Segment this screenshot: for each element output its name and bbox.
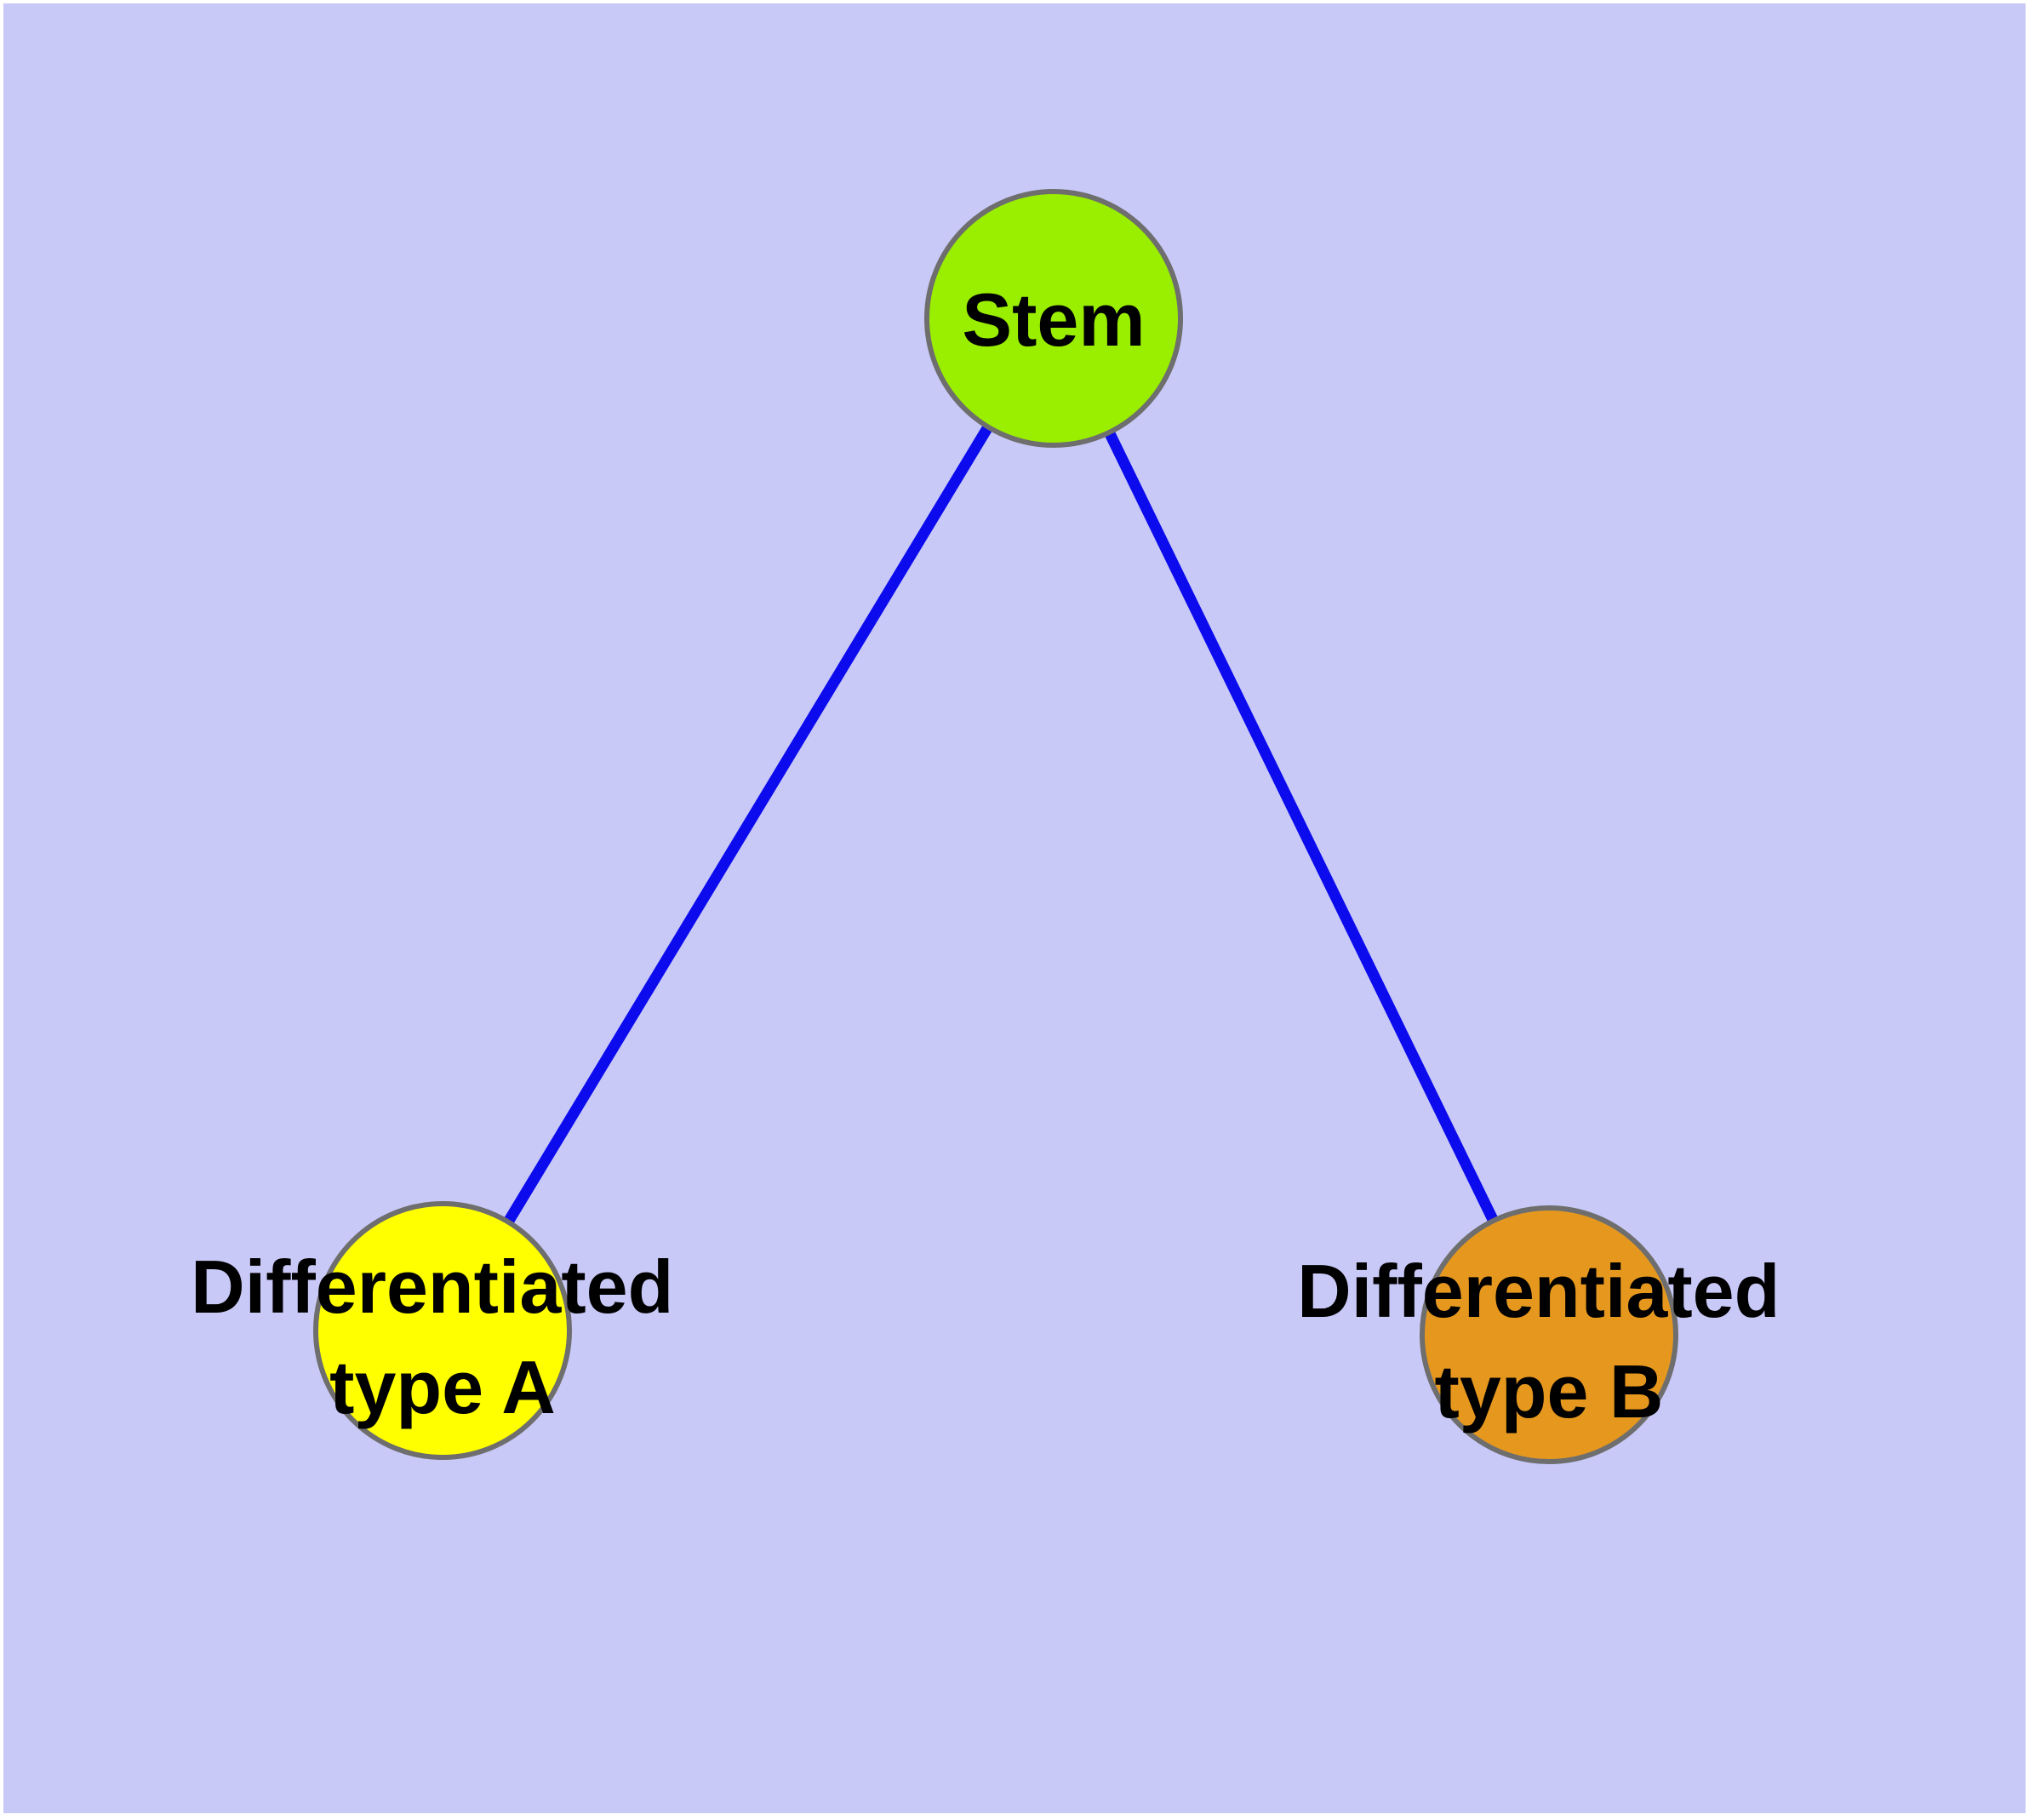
edge-stem-to-type-a <box>437 315 1059 1334</box>
node-label-differentiated-type-b: Differentiated type B <box>1297 1249 1801 1434</box>
node-differentiated-type-b <box>1420 1205 1678 1464</box>
node-label-differentiated-type-a: Differentiated type A <box>191 1245 694 1429</box>
node-label-type-a-line2: type A <box>329 1345 556 1429</box>
node-label-type-a-line1: Differentiated <box>191 1245 673 1329</box>
node-differentiated-type-a <box>313 1201 572 1460</box>
node-label-stem-line1: Stem <box>962 278 1145 362</box>
node-label-type-b-line1: Differentiated <box>1297 1249 1780 1333</box>
node-label-stem: Stem <box>962 278 1145 362</box>
node-stem <box>924 189 1183 448</box>
edge-stem-to-type-b <box>1049 316 1554 1337</box>
node-label-type-b-line2: type B <box>1435 1349 1664 1434</box>
